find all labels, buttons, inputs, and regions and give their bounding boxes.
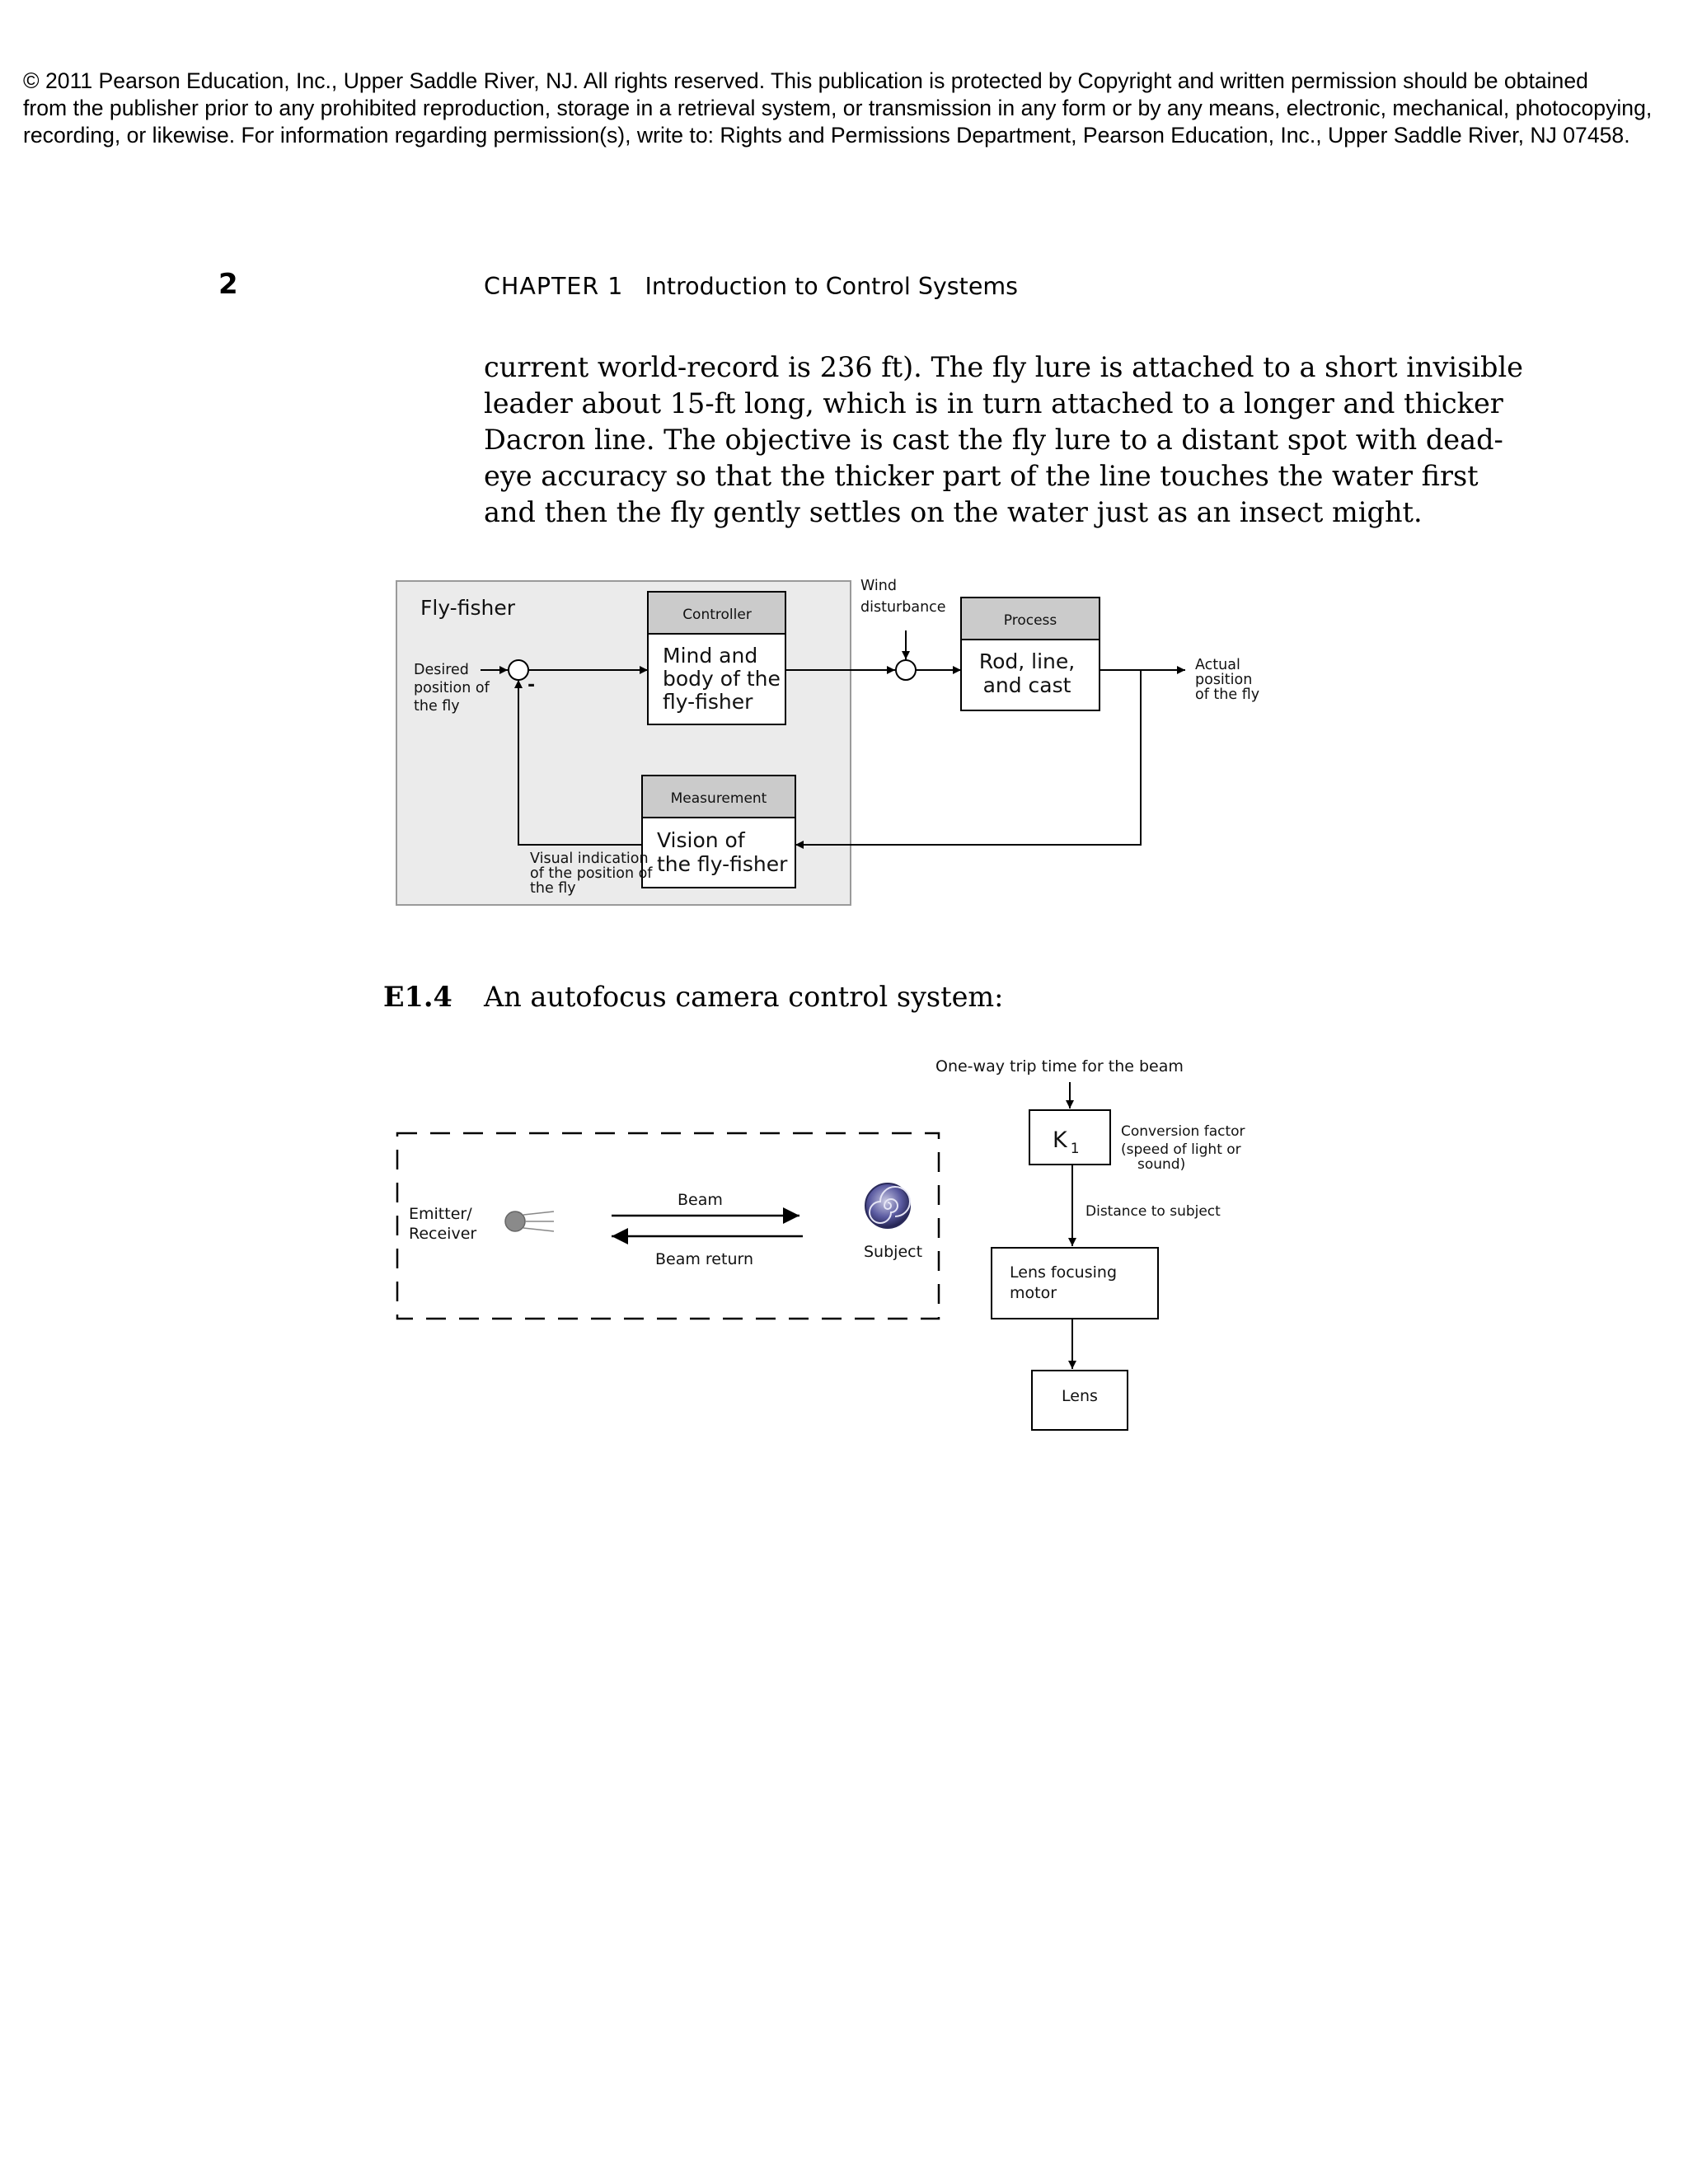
beam-label: Beam (678, 1191, 723, 1209)
summing-junction-2 (895, 659, 917, 681)
controller-box (647, 633, 786, 725)
chapter-number: CHAPTER 1 (484, 273, 624, 300)
exercise-heading: E1.4 An autofocus camera control system: (383, 981, 1003, 1013)
body-line: leader about 15-ft long, which is in tur… (484, 387, 1503, 419)
fly-fisher-group-label: Fly-fisher (420, 596, 516, 620)
process-label: Rod, line, and cast (979, 649, 1081, 697)
measurement-header: Measurement (671, 790, 767, 807)
process-box (960, 639, 1100, 711)
lens-label: Lens (1062, 1387, 1098, 1405)
feedback-path (795, 670, 1142, 849)
process-header-box (960, 597, 1100, 640)
body-line: Dacron line. The objective is cast the f… (484, 424, 1503, 456)
feedback-label: Visual indication of the position of the… (530, 851, 657, 897)
feedback-return-path (514, 680, 642, 846)
distance-label: Distance to subject (1085, 1203, 1221, 1220)
lens-motor-block (991, 1247, 1159, 1319)
measurement-box (641, 817, 796, 888)
exercise-number: E1.4 (383, 981, 452, 1013)
body-line: current world-record is 236 ft). The fly… (484, 351, 1524, 383)
summing-junction-1 (508, 659, 529, 681)
minus-sign: - (528, 675, 535, 696)
emitter-icon (504, 1211, 555, 1232)
copyright-line: © 2011 Pearson Education, Inc., Upper Sa… (23, 68, 1588, 93)
fly-fisher-diagram: Fly-fisher Desired position of the fly -… (396, 578, 1259, 906)
input-label: Desired position of the fly (414, 662, 494, 715)
body-paragraph: current world-record is 236 ft). The fly… (484, 349, 1524, 531)
chapter-title: Introduction to Control Systems (645, 273, 1018, 300)
measurement-region-box (396, 1132, 940, 1320)
body-line: eye accuracy so that the thicker part of… (484, 460, 1479, 492)
controller-header-box (647, 591, 786, 635)
controller-label: Mind and body of the fly-fisher (663, 644, 787, 714)
process-header: Process (1004, 612, 1057, 629)
measurement-label: Vision of the fly-fisher (657, 828, 788, 876)
beam-return-label: Beam return (655, 1250, 753, 1268)
controller-header: Controller (682, 607, 752, 623)
lens-motor-label: Lens focusing motor (1010, 1263, 1122, 1302)
copyright-notice: © 2011 Pearson Education, Inc., Upper Sa… (23, 68, 1667, 149)
running-head: CHAPTER 1 Introduction to Control Systems (484, 273, 1018, 300)
subject-label: Subject (864, 1243, 922, 1261)
page-number: 2 (218, 268, 238, 301)
conversion-factor-label: Conversion factor (speed of light or sou… (1121, 1123, 1250, 1173)
copyright-line: from the publisher prior to any prohibit… (23, 96, 1653, 120)
copyright-line: recording, or likewise. For information … (23, 123, 1630, 148)
output-label: Actual position of the fly (1195, 657, 1259, 703)
wind-disturbance-label: Wind disturbance (860, 578, 946, 616)
measurement-header-box (641, 775, 796, 818)
subject-shell-icon (865, 1183, 911, 1229)
body-line: and then the fly gently settles on the w… (484, 496, 1423, 528)
emitter-label: Emitter/ Receiver (409, 1205, 477, 1243)
autofocus-diagram: Emitter/ Receiver Beam Beam return Subje… (396, 1057, 1250, 1431)
gain-block (1029, 1109, 1111, 1165)
exercise-title: An autofocus camera control system: (484, 981, 1004, 1013)
trip-time-label: One-way trip time for the beam (935, 1057, 1184, 1076)
lens-block (1031, 1370, 1128, 1431)
